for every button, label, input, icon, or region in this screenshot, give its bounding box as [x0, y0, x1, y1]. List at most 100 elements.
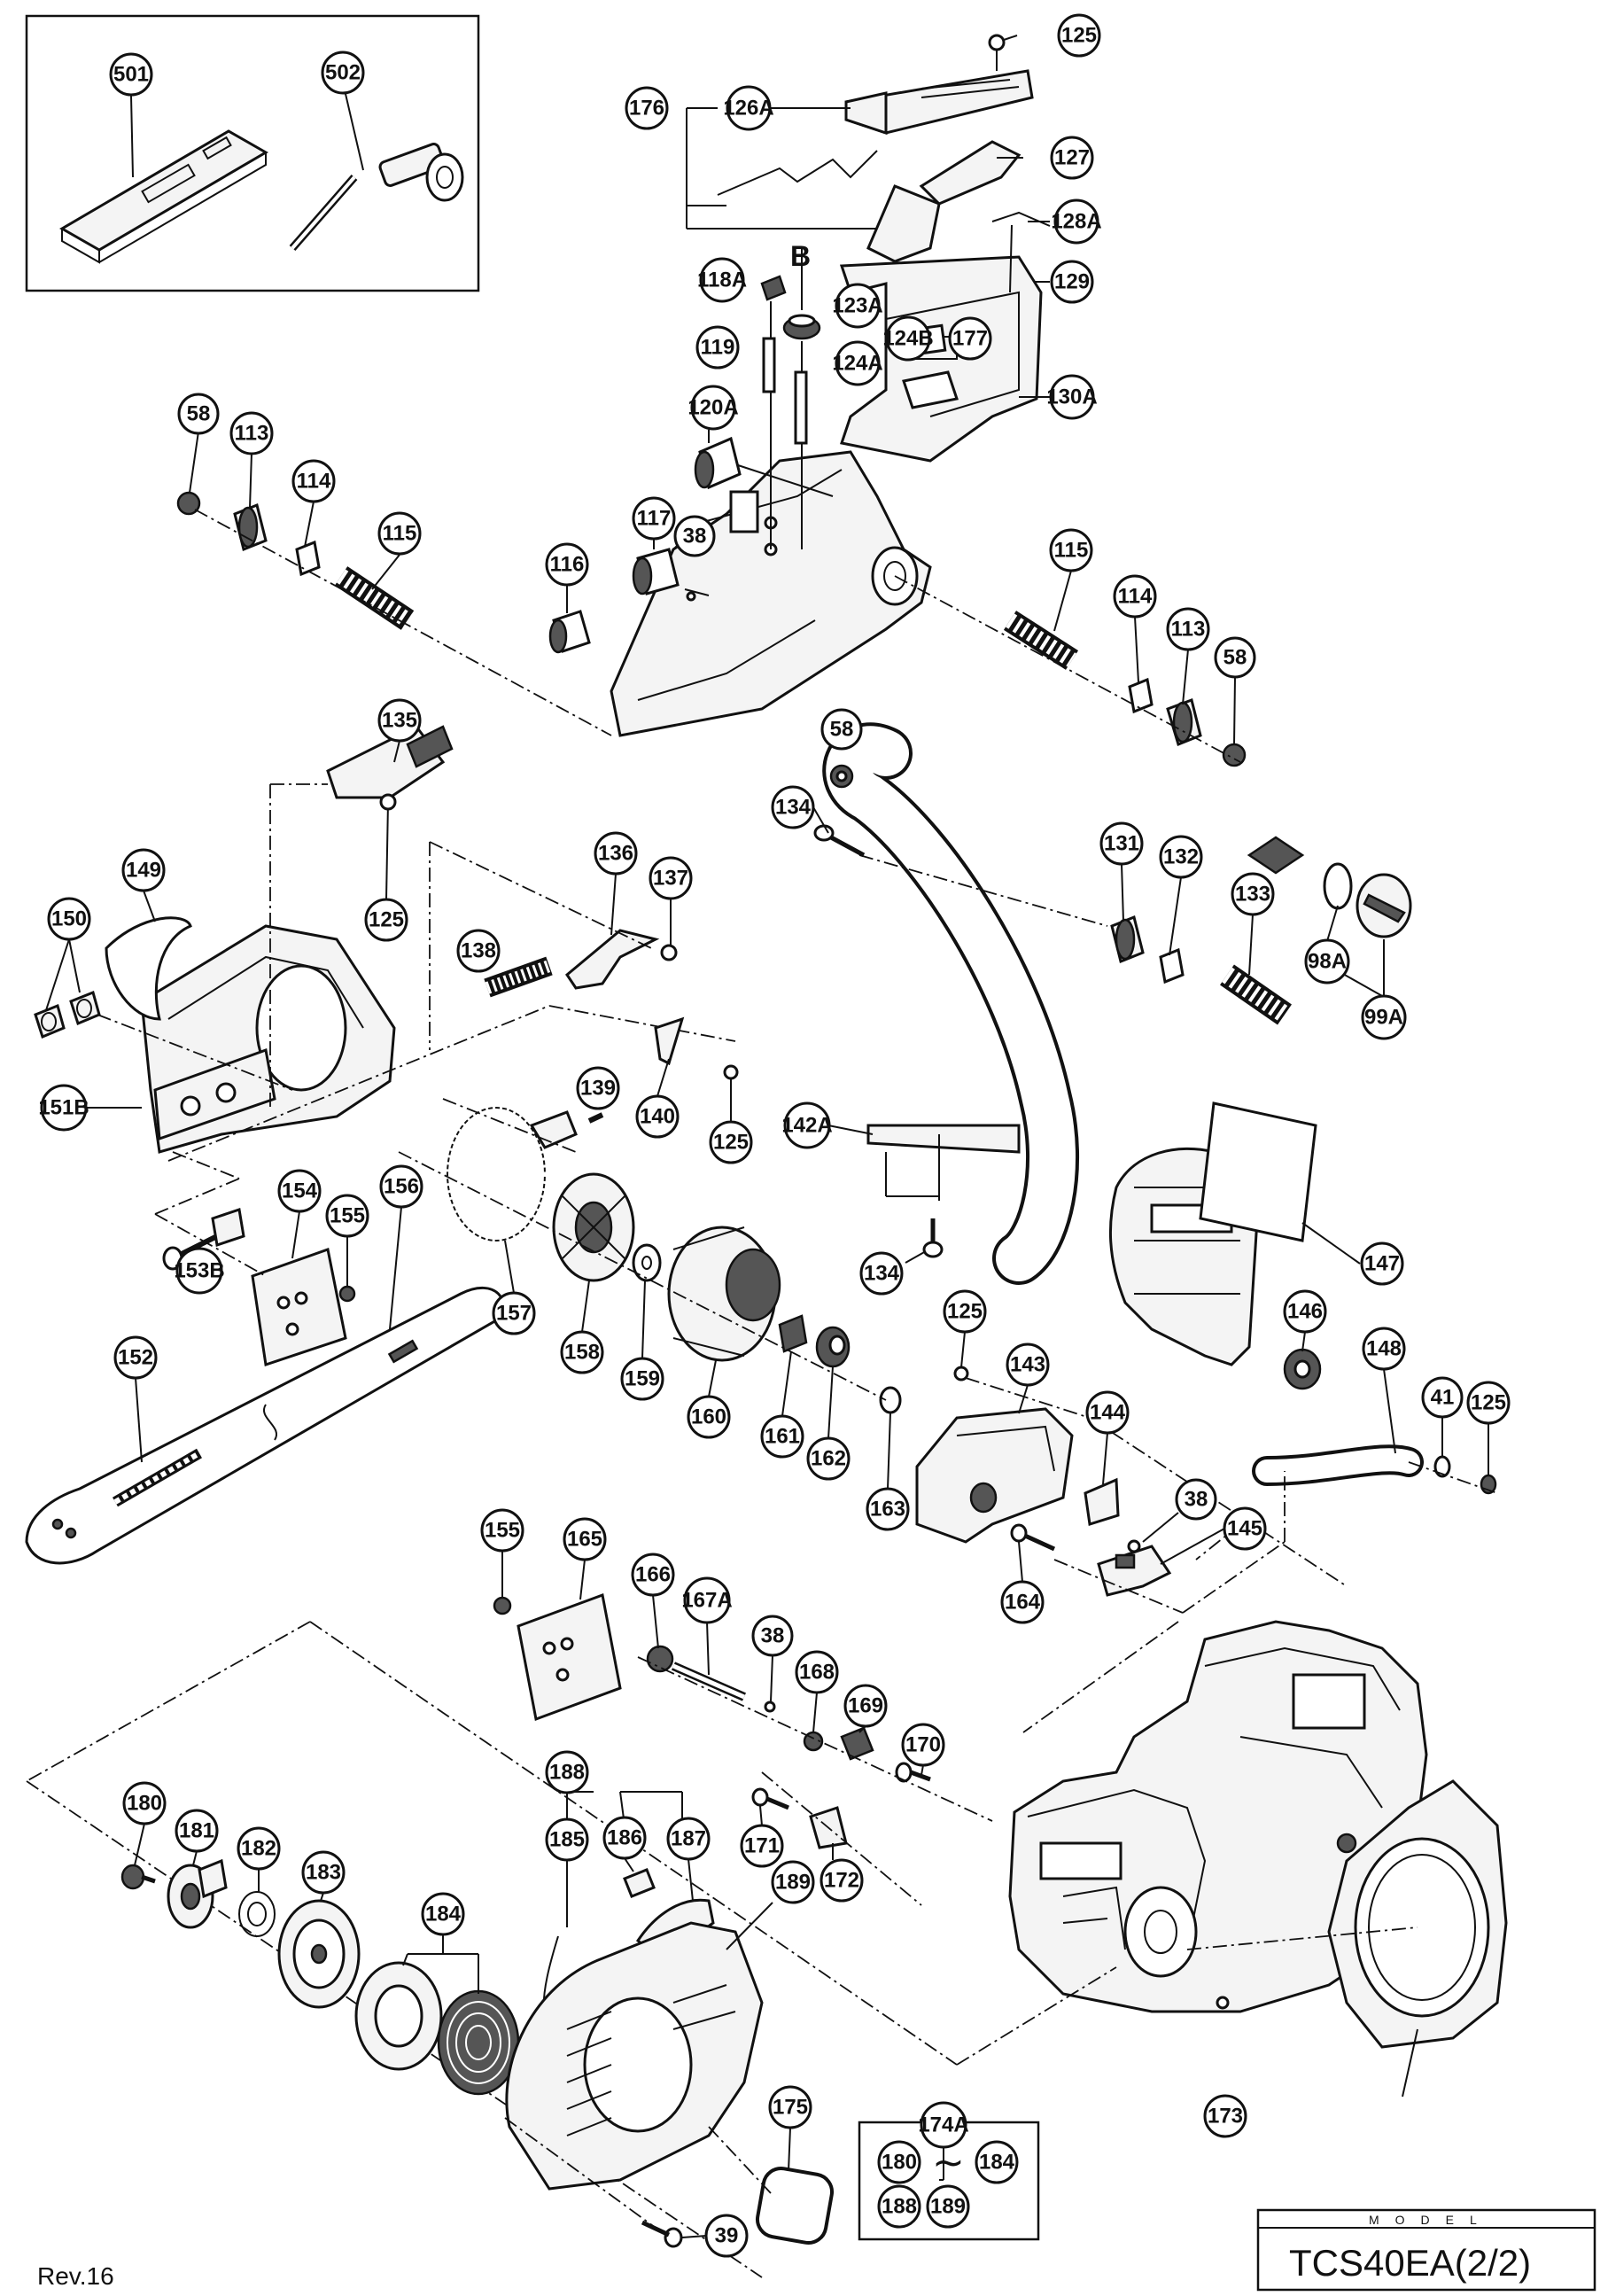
- callout-160: 160: [687, 1395, 731, 1439]
- svg-text:172: 172: [824, 1869, 859, 1893]
- callout-170: 170: [901, 1723, 945, 1767]
- svg-text:189: 189: [930, 2195, 966, 2219]
- rear-handle-housing-part: [610, 255, 1043, 737]
- svg-text:155: 155: [330, 1204, 365, 1228]
- svg-text:124B: 124B: [882, 327, 933, 351]
- callout-115-left: 115: [377, 511, 422, 556]
- callout-134-lower: 134: [859, 1251, 904, 1296]
- svg-text:58: 58: [830, 718, 854, 742]
- accessories-box: [25, 14, 480, 292]
- svg-text:39: 39: [715, 2224, 739, 2248]
- svg-text:120A: 120A: [687, 396, 738, 420]
- svg-text:118A: 118A: [697, 269, 747, 292]
- callout-173: 173: [1203, 2094, 1247, 2138]
- callout-41: 41: [1421, 1376, 1464, 1419]
- callout-99A: 99A: [1361, 994, 1407, 1040]
- callout-116: 116: [545, 542, 589, 587]
- svg-text:116: 116: [550, 553, 585, 577]
- model-title-block: [1256, 2208, 1596, 2292]
- callout-158: 158: [560, 1330, 604, 1374]
- svg-text:134: 134: [864, 1262, 900, 1286]
- svg-text:38: 38: [761, 1624, 785, 1648]
- callout-183: 183: [301, 1850, 346, 1895]
- callout-125-right: 125: [1466, 1381, 1511, 1425]
- callout-139: 139: [576, 1066, 620, 1110]
- svg-text:189: 189: [775, 1871, 811, 1895]
- callout-137: 137: [649, 856, 693, 900]
- saw-chain-part: [112, 1448, 203, 1507]
- svg-text:180: 180: [127, 1792, 162, 1816]
- svg-text:183: 183: [306, 1861, 341, 1885]
- svg-text:164: 164: [1005, 1591, 1041, 1615]
- view-marker-b: B: [790, 240, 811, 272]
- callout-176: 176: [625, 86, 669, 130]
- callout-128A: 128A: [1051, 198, 1102, 245]
- svg-text:149: 149: [126, 859, 161, 883]
- callout-171: 171: [740, 1824, 784, 1868]
- callout-117: 117: [632, 496, 676, 541]
- svg-text:125: 125: [1061, 24, 1097, 48]
- shield-140-part: [654, 1016, 685, 1066]
- callout-184: 184: [421, 1892, 465, 1936]
- screw-164-part: [1010, 1523, 1056, 1552]
- svg-text:140: 140: [640, 1105, 675, 1129]
- svg-text:184: 184: [979, 2151, 1015, 2175]
- cover-plate-part: [105, 916, 192, 1021]
- svg-text:58: 58: [187, 402, 211, 426]
- svg-text:176: 176: [629, 97, 664, 121]
- svg-text:180: 180: [882, 2151, 917, 2175]
- callout-38-oil: 38: [751, 1615, 794, 1657]
- kit-range-tilde: ~: [932, 2140, 965, 2185]
- callout-163: 163: [866, 1487, 910, 1531]
- bushing-part: [694, 436, 742, 490]
- callout-135: 135: [377, 698, 422, 743]
- callout-177: 177: [948, 316, 992, 361]
- callout-149: 149: [121, 848, 166, 892]
- callout-127: 127: [1050, 136, 1094, 180]
- svg-text:137: 137: [653, 867, 688, 891]
- svg-text:184: 184: [425, 1903, 462, 1926]
- svg-text:146: 146: [1287, 1300, 1323, 1324]
- nut-part: [760, 275, 787, 301]
- svg-text:125: 125: [369, 908, 404, 932]
- callout-113-left: 113: [229, 411, 274, 455]
- callout-153B: 153B: [174, 1247, 225, 1295]
- svg-text:186: 186: [607, 1826, 642, 1850]
- callout-143: 143: [1006, 1343, 1050, 1387]
- callout-181: 181: [175, 1809, 219, 1853]
- callout-146: 146: [1283, 1289, 1327, 1334]
- svg-text:185: 185: [549, 1828, 585, 1852]
- svg-text:501: 501: [113, 63, 149, 87]
- callout-188: 188: [545, 1750, 589, 1794]
- svg-text:135: 135: [382, 709, 417, 733]
- svg-text:145: 145: [1227, 1517, 1262, 1541]
- starter-case-189-part: [505, 1921, 764, 2191]
- svg-text:115: 115: [1054, 539, 1089, 563]
- callout-140: 140: [635, 1094, 680, 1139]
- callout-168: 168: [795, 1650, 839, 1694]
- kit-item-184: 184: [975, 2140, 1019, 2184]
- throttle-lever-part: [919, 140, 1022, 206]
- callout-150: 150: [47, 897, 91, 941]
- svg-text:127: 127: [1054, 146, 1090, 170]
- svg-text:58: 58: [1223, 646, 1247, 670]
- kit-item-188: 188: [877, 2184, 921, 2229]
- callout-164: 164: [1000, 1580, 1045, 1624]
- brake-spring-part: [484, 956, 553, 998]
- svg-text:152: 152: [118, 1346, 153, 1370]
- svg-text:154: 154: [282, 1179, 318, 1203]
- svg-text:124A: 124A: [832, 352, 882, 376]
- left-spring-assembly: [176, 491, 415, 630]
- callout-159: 159: [620, 1357, 664, 1401]
- svg-text:159: 159: [625, 1367, 660, 1391]
- svg-text:157: 157: [496, 1302, 532, 1326]
- svg-text:144: 144: [1090, 1401, 1126, 1425]
- right-spring-assembly: [1003, 611, 1247, 767]
- handle-guard-148-part: [1252, 1444, 1424, 1486]
- callout-186: 186: [602, 1816, 647, 1860]
- svg-text:98A: 98A: [1308, 950, 1347, 974]
- callout-134-upper: 134: [771, 785, 815, 829]
- oil-pump-lever-part: [1084, 1477, 1120, 1526]
- svg-text:168: 168: [799, 1661, 835, 1685]
